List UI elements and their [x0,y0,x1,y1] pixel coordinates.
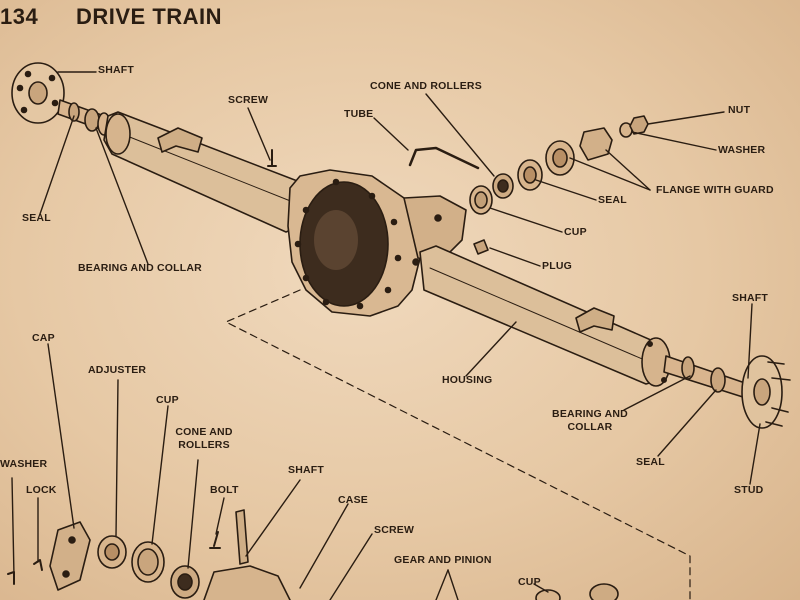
label-housing: HOUSING [442,374,493,386]
page-number: 134 [0,4,39,29]
label-washer-right: WASHER [718,144,766,156]
right-axle-flange [741,355,791,429]
section-title: DRIVE TRAIN [76,4,223,29]
label-cap: CAP [32,332,55,344]
label-case: CASE [338,494,368,506]
label-cup-bottom: CUP [156,394,179,406]
left-axle-flange [11,62,65,124]
label-washer-left: WASHER [0,458,48,470]
differential-housing [287,169,467,317]
label-screw-top: SCREW [228,94,269,106]
label-flange-with-guard: FLANGE WITH GUARD [656,184,774,196]
label-cone-rollers-top: CONE AND ROLLERS [370,80,482,92]
label-bolt: BOLT [210,484,239,496]
label-bearing-collar-right: BEARING AND COLLAR [548,408,632,434]
label-seal-right-bottom: SEAL [636,456,665,468]
label-tube: TUBE [344,108,374,120]
label-bearing-collar-right-line2: COLLAR [567,421,613,433]
label-screw-bottom: SCREW [374,524,415,536]
label-seal-left: SEAL [22,212,51,224]
label-stud: STUD [734,484,764,496]
label-shaft-left: SHAFT [98,64,134,76]
label-seal-right-top: SEAL [598,194,627,206]
label-adjuster: ADJUSTER [88,364,147,376]
assembly-guide-line [225,289,691,600]
label-bearing-collar-left: BEARING AND COLLAR [78,262,202,274]
right-shaft-bearing [663,355,749,399]
label-lock: LOCK [26,484,57,496]
label-bearing-collar-right-line1: BEARING AND [552,408,628,420]
differential-lower-parts [7,509,619,600]
label-cone-rollers-bottom: CONE AND ROLLERS [168,426,240,452]
label-shaft-bottom: SHAFT [288,464,324,476]
label-gear-and-pinion: GEAR AND PINION [394,554,492,566]
label-cup-mid: CUP [564,226,587,238]
right-axle-tube [419,245,671,387]
pinion-parts [267,115,649,255]
label-cone-rollers-bottom-line1: CONE AND [175,426,233,438]
left-axle-tube [103,111,301,233]
left-shaft-bearing [57,99,111,136]
callout-leaders [11,71,761,600]
label-cone-rollers-bottom-line2: ROLLERS [178,439,230,451]
label-cup-bottom-right: CUP [518,576,541,588]
label-plug: PLUG [542,260,572,272]
label-nut: NUT [728,104,751,116]
label-shaft-right: SHAFT [732,292,768,304]
